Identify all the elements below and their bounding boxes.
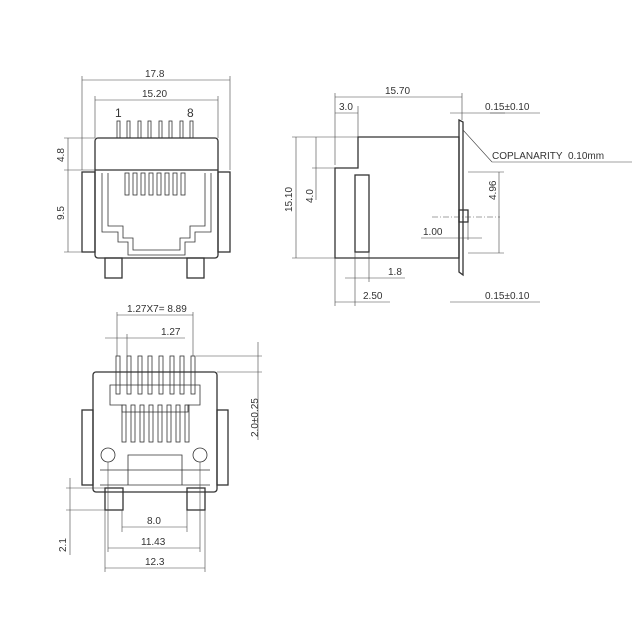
pin-8-label: 8 <box>187 106 194 120</box>
side-view: 15.70 3.0 15.10 4.0 0.15±0.10 COPLANARIT… <box>284 86 632 306</box>
dim-4-96: 4.96 <box>488 180 499 200</box>
dim-3-0: 3.0 <box>339 102 353 113</box>
dim-11-43: 11.43 <box>141 537 166 548</box>
dim-2-50: 2.50 <box>363 291 383 302</box>
dim-15-20: 15.20 <box>142 89 167 100</box>
led-left <box>100 447 116 463</box>
front-pins <box>116 120 194 139</box>
front-view: 17.8 15.20 1 8 4.8 9.5 <box>56 69 231 279</box>
dim-pitch-total: 1.27X7= 8.89 <box>127 304 187 315</box>
coplanarity-note: COPLANARITY 0.10mm <box>492 151 604 162</box>
dim-15-70: 15.70 <box>385 86 410 97</box>
dim-1-8: 1.8 <box>388 267 402 278</box>
pin-1-label: 1 <box>115 106 122 120</box>
dim-4-8: 4.8 <box>56 148 67 162</box>
dim-pin-gap-bottom: 0.15±0.10 <box>485 291 530 302</box>
bottom-view: 1.27X7= 8.89 1.27 2.0±0.25 2.1 8.0 11.43… <box>58 304 262 572</box>
bottom-pins <box>115 355 196 443</box>
dim-pin-ext: 2.0±0.25 <box>250 398 261 437</box>
led-right <box>192 447 208 463</box>
dim-17-8: 17.8 <box>145 69 165 80</box>
dim-9-5: 9.5 <box>56 206 67 220</box>
dim-12-3: 12.3 <box>145 557 165 568</box>
dim-4-0: 4.0 <box>305 189 316 203</box>
front-contacts <box>124 172 186 196</box>
dim-pin-gap-top: 0.15±0.10 <box>485 102 530 113</box>
dim-1-00: 1.00 <box>423 227 443 238</box>
dim-8-0: 8.0 <box>147 516 161 527</box>
dim-2-1: 2.1 <box>58 538 69 552</box>
dim-15-10: 15.10 <box>284 187 295 212</box>
dim-pitch: 1.27 <box>161 327 181 338</box>
